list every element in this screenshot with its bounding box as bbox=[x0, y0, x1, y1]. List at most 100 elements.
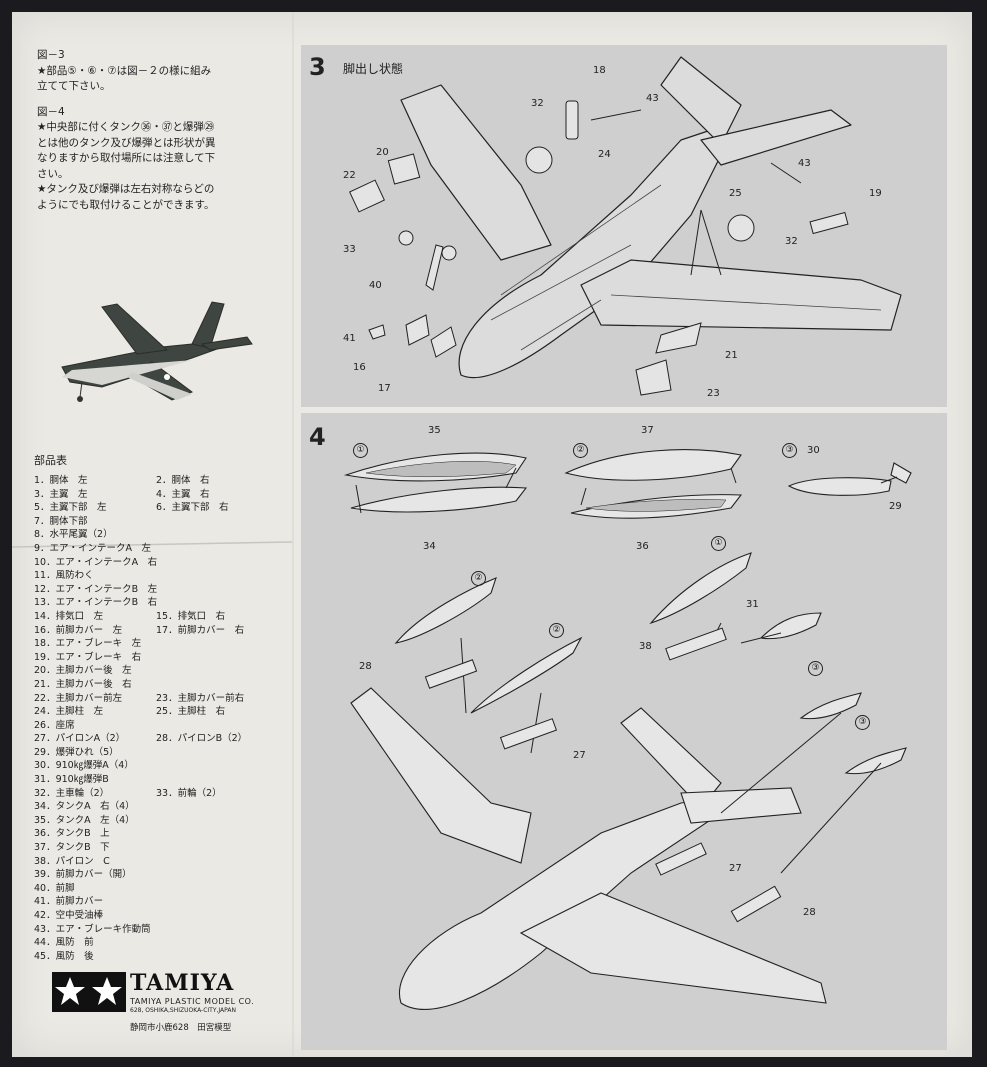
fig4-text: ようにでも取付けることができます。 bbox=[37, 198, 215, 211]
parts-list-row: 10．エア・インテークA 右 bbox=[34, 556, 304, 570]
parts-list-row: 21．主脚カバー後 右 bbox=[34, 678, 304, 692]
part-label: 19 bbox=[869, 188, 882, 199]
assembly-notes: 図－3 ★部品⑤・⑥・⑦は図－２の様に組み 立てて下さい。 図－4 ★中央部に付… bbox=[37, 48, 292, 213]
parts-list-row: 11．風防わく bbox=[34, 569, 304, 583]
parts-list-row: 13．エア・インテークB 右 bbox=[34, 596, 304, 610]
part-label: 32 bbox=[785, 236, 798, 247]
part-label: 40 bbox=[369, 280, 382, 291]
step-title: 脚出し状態 bbox=[343, 62, 404, 76]
company-name: TAMIYA PLASTIC MODEL CO. bbox=[130, 997, 255, 1006]
parts-list-row: 32．主車輪（2）33．前輪（2） bbox=[34, 787, 304, 801]
parts-list-entry: 24．主脚柱 左 bbox=[34, 706, 104, 718]
parts-list-entry: 45．風防 後 bbox=[34, 950, 94, 962]
step-substep-marker: ② bbox=[471, 571, 486, 586]
parts-list-entry: 5．主翼下部 左 bbox=[34, 502, 107, 514]
parts-list-entry: 33．前輪（2） bbox=[156, 787, 222, 799]
fig3-text: ★部品⑤・⑥・⑦は図－２の様に組み bbox=[37, 64, 212, 77]
step-4-stores-diagram bbox=[343, 449, 912, 1010]
parts-list-row: 37．タンクB 下 bbox=[34, 841, 304, 855]
parts-list-row: 41．前脚カバー bbox=[34, 895, 304, 909]
parts-list-row: 40．前脚 bbox=[34, 882, 304, 896]
parts-list-entry: 4．主翼 右 bbox=[156, 488, 210, 500]
part-label: 21 bbox=[725, 350, 738, 361]
parts-list-title: 部品表 bbox=[34, 454, 67, 467]
parts-list-entry: 17．前脚カバー 右 bbox=[156, 624, 245, 636]
step-substep-marker: ③ bbox=[782, 443, 797, 458]
parts-list-row: 7．胴体下部 bbox=[34, 515, 304, 529]
parts-list-entry: 15．排気口 右 bbox=[156, 610, 226, 622]
parts-list-row: 3．主翼 左 4．主翼 右 bbox=[34, 488, 304, 502]
fig4-heading: 図－4 bbox=[37, 105, 65, 118]
step-substep-marker: ③ bbox=[808, 661, 823, 676]
parts-list-row: 36．タンクB 上 bbox=[34, 827, 304, 841]
parts-list-entry: 3．主翼 左 bbox=[34, 488, 88, 500]
part-label: 38 bbox=[639, 641, 652, 652]
parts-list-entry: 10．エア・インテークA 右 bbox=[34, 556, 158, 568]
part-label: 28 bbox=[359, 661, 372, 672]
parts-list-row: 8．水平尾翼（2） bbox=[34, 528, 304, 542]
parts-list-entry: 26．座席 bbox=[34, 719, 75, 731]
part-label: 36 bbox=[636, 541, 649, 552]
fig3-text: 立てて下さい。 bbox=[37, 80, 111, 92]
fig4-text: なりますから取付場所には注意して下 bbox=[37, 152, 216, 164]
parts-list-row: 35．タンクA 左（4） bbox=[34, 814, 304, 828]
parts-list-entry: 6．主翼下部 右 bbox=[156, 502, 229, 514]
part-label: 18 bbox=[593, 65, 606, 76]
step-number: 3 bbox=[309, 53, 326, 81]
fig3-heading: 図－3 bbox=[37, 49, 65, 61]
parts-list-entry: 20．主脚カバー後 左 bbox=[34, 665, 132, 677]
parts-list-entry: 21．主脚カバー後 右 bbox=[34, 678, 132, 690]
part-label: 29 bbox=[889, 501, 902, 512]
parts-list-entry: 22．主脚カバー前左 bbox=[34, 692, 123, 704]
part-label: 20 bbox=[376, 147, 389, 158]
parts-list-entry: 11．風防わく bbox=[34, 570, 94, 582]
parts-list-entry: 13．エア・インテークB 右 bbox=[34, 597, 158, 609]
parts-list-row: 31．910㎏爆弾B bbox=[34, 773, 304, 787]
parts-list-entry: 7．胴体下部 bbox=[34, 515, 88, 527]
parts-list-row: 42．空中受油棒 bbox=[34, 909, 304, 923]
parts-list-row: 19．エア・ブレーキ 右 bbox=[34, 651, 304, 665]
parts-list-entry: 16．前脚カバー 左 bbox=[34, 624, 123, 636]
brand-name: TAMIYA bbox=[130, 970, 235, 996]
fig4-text: さい。 bbox=[37, 167, 69, 180]
parts-list-entry: 31．910㎏爆弾B bbox=[34, 774, 109, 786]
parts-list-entry: 36．タンクB 上 bbox=[34, 828, 110, 840]
parts-list-entry: 37．タンクB 下 bbox=[34, 842, 110, 854]
step-substep-marker: ② bbox=[549, 623, 564, 638]
parts-list-row: 27．パイロンA（2）28．パイロンB（2） bbox=[34, 732, 304, 746]
instruction-sheet: 図－3 ★部品⑤・⑥・⑦は図－２の様に組み 立てて下さい。 図－4 ★中央部に付… bbox=[11, 12, 972, 1057]
part-label: 25 bbox=[729, 188, 742, 199]
part-label: 41 bbox=[343, 333, 356, 344]
fig4-text: ★中央部に付くタンク㊱・㊲と爆弾㉙ bbox=[37, 121, 215, 133]
step-substep-marker: ① bbox=[711, 536, 726, 551]
part-label: 32 bbox=[531, 98, 544, 109]
parts-list-row: 18．エア・ブレーキ 左 bbox=[34, 637, 304, 651]
parts-list-row: 14．排気口 左 15．排気口 右 bbox=[34, 610, 304, 624]
part-label: 34 bbox=[423, 541, 436, 552]
parts-list-entry: 12．エア・インテークB 左 bbox=[34, 583, 158, 595]
step-number: 4 bbox=[309, 423, 326, 451]
tamiya-star-logo bbox=[52, 972, 126, 1012]
part-label: 16 bbox=[353, 362, 366, 373]
parts-list-row: 20．主脚カバー後 左 bbox=[34, 664, 304, 678]
part-label: 24 bbox=[598, 149, 611, 160]
parts-list-entry: 2．胴体 右 bbox=[156, 475, 210, 486]
parts-list-entry: 34．タンクA 右（4） bbox=[34, 801, 135, 813]
parts-list-entry: 29．爆弾ひれ（5） bbox=[34, 746, 119, 758]
part-label: 17 bbox=[378, 383, 391, 394]
company-address: 628, OSHIKA,SHIZUOKA-CITY,JAPAN bbox=[130, 1007, 236, 1014]
parts-list-entry: 14．排気口 左 bbox=[34, 610, 104, 622]
part-label: 35 bbox=[428, 425, 441, 436]
parts-list-entry: 18．エア・ブレーキ 左 bbox=[34, 638, 142, 650]
part-label: 43 bbox=[646, 93, 659, 104]
parts-list-entry: 30．910㎏爆弾A（4） bbox=[34, 760, 134, 772]
parts-list-row: 29．爆弾ひれ（5） bbox=[34, 746, 304, 760]
part-label: 43 bbox=[798, 158, 811, 169]
parts-list-entry: 9．エア・インテークA 左 bbox=[34, 542, 152, 554]
step-4-panel: 4 bbox=[301, 413, 947, 1050]
part-label: 31 bbox=[746, 599, 759, 610]
step-substep-marker: ① bbox=[353, 443, 368, 458]
step-3-panel: 3 脚出し状態 bbox=[301, 45, 947, 407]
